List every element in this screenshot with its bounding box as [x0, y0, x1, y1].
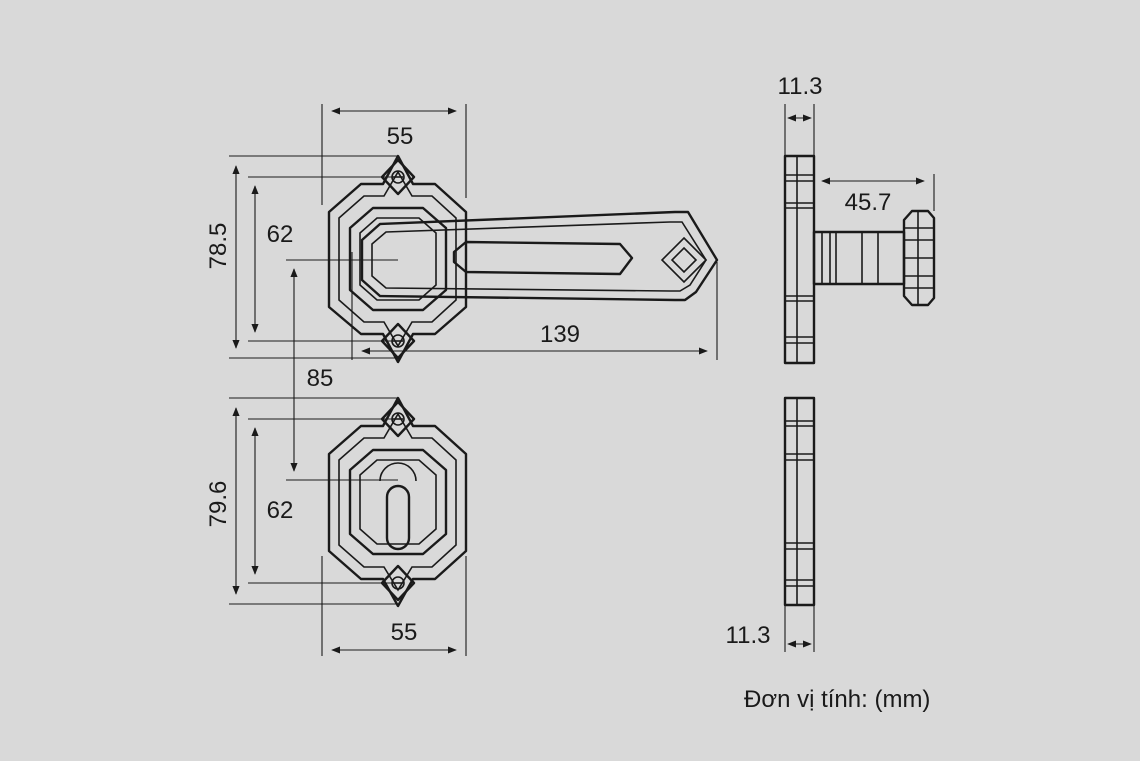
dim-bottom-rose-height-label: 79.6	[205, 481, 232, 528]
dim-top-rose-height: 78.5	[205, 155, 398, 359]
dim-top-screw-spacing: 62	[248, 176, 398, 342]
top-rose	[327, 154, 468, 364]
dim-side-lever-projection: 45.7	[821, 174, 935, 216]
dim-bottom-rose-height: 79.6	[205, 397, 398, 605]
dim-lever-length-label: 139	[540, 321, 580, 348]
dim-center-distance-label: 85	[307, 365, 334, 392]
dim-top-rose-width-label: 55	[387, 123, 414, 150]
bottom-rose	[327, 396, 468, 608]
dim-bottom-rose-width: 55	[321, 556, 467, 656]
dim-bottom-rose-width-label: 55	[391, 619, 418, 646]
keyhole	[385, 484, 411, 551]
dim-side-top-thickness-label: 11.3	[778, 73, 823, 100]
dim-side-top-thickness: 11.3	[778, 73, 823, 156]
dim-lever-length: 139	[351, 252, 718, 360]
dim-top-rose-width: 55	[321, 104, 467, 205]
dim-bottom-screw-spacing-label: 62	[267, 497, 294, 524]
side-view-spindle	[812, 209, 936, 307]
dim-side-lever-projection-label: 45.7	[845, 189, 892, 216]
dim-bottom-screw-spacing: 62	[248, 418, 398, 584]
side-view-top-rose	[783, 154, 816, 365]
dim-side-bottom-thickness: 11.3	[726, 605, 815, 652]
side-view-bottom-rose	[783, 396, 816, 607]
lever-handle	[360, 210, 719, 302]
dim-top-rose-height-label: 78.5	[205, 223, 232, 270]
dim-center-distance: 85	[286, 259, 398, 481]
dim-side-bottom-thickness-label: 11.3	[726, 622, 771, 649]
dim-top-screw-spacing-label: 62	[267, 221, 294, 248]
unit-label: Đơn vị tính: (mm)	[744, 686, 931, 713]
